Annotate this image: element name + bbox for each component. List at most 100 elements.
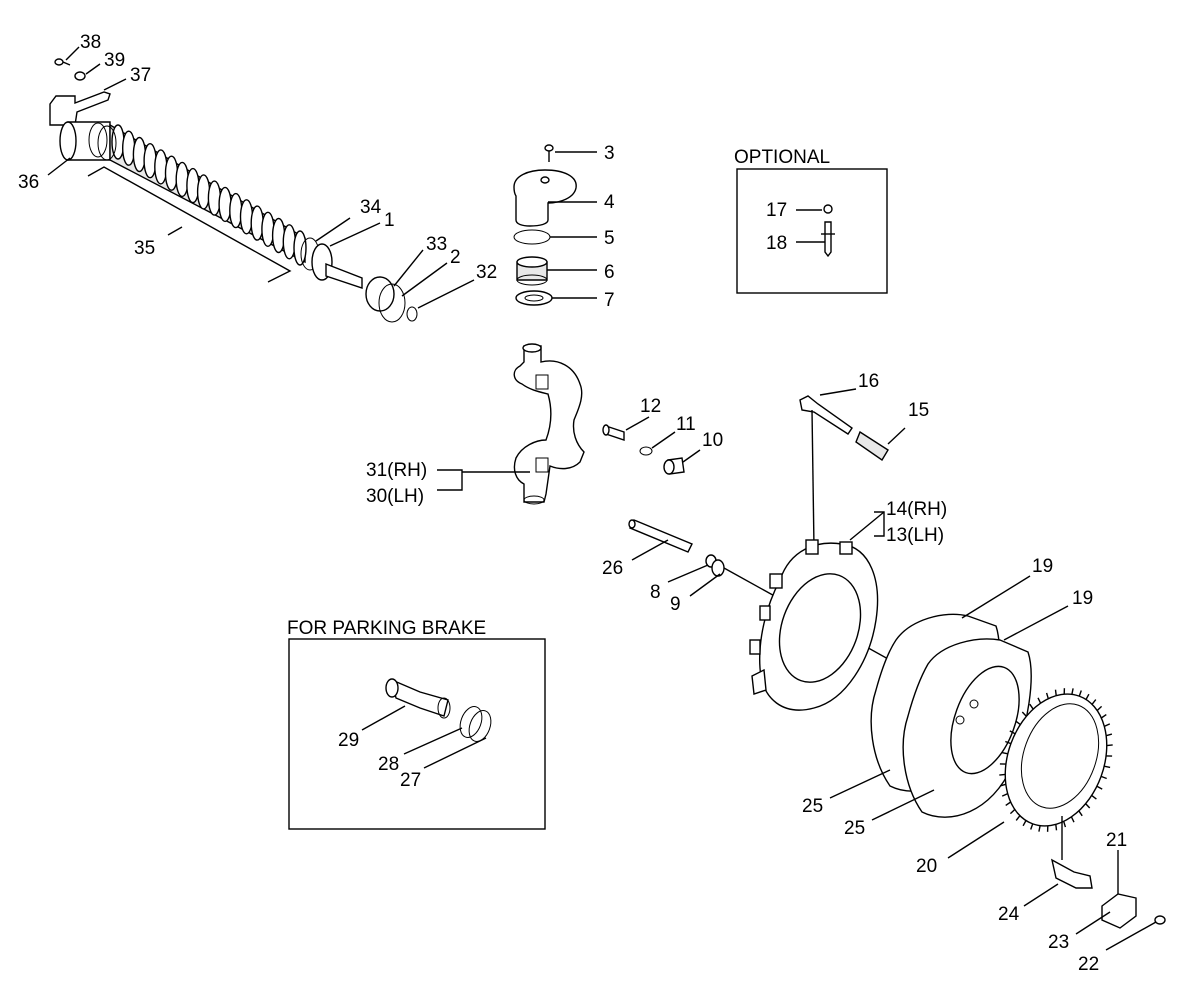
coil-stack [109,123,307,266]
callout-8: 8 [650,582,661,603]
callout-24: 24 [998,904,1020,925]
callout-38: 38 [80,32,101,53]
gear-tooth [1096,785,1103,790]
gear-tooth [1071,688,1074,695]
gear-tooth [1029,703,1034,710]
callout-17: 17 [766,200,787,221]
callout-16: 16 [858,371,879,392]
callout-labels: 38 39 37 36 35 34 1 33 2 32 3 4 5 6 7 17… [18,32,1127,975]
callout-23: 23 [1048,932,1069,953]
gear-tooth [1104,723,1111,728]
gear-tooth [1054,689,1057,696]
coil-ring [121,130,136,166]
callout-3: 3 [604,143,615,164]
callout-25-b: 25 [844,818,865,839]
callout-35: 35 [134,238,155,259]
coil-ring [239,199,254,235]
gear-tooth [1005,740,1012,745]
callout-5: 5 [604,228,615,249]
callout-1: 1 [384,210,395,231]
brake-discs [829,575,1069,821]
callout-37: 37 [130,65,151,86]
callout-20: 20 [916,856,937,877]
gear-tooth [1005,801,1012,806]
coil-ring [282,224,296,260]
callout-27: 27 [400,770,421,791]
gear-tooth [1106,733,1113,737]
gear-tooth [1009,730,1016,735]
pin-parts [602,416,701,475]
gear-tooth [1038,825,1041,832]
brake-housing [749,511,885,711]
gear-tooth [1001,792,1008,797]
coil-ring [143,142,157,179]
gear-tooth [1096,705,1103,712]
bolt-and-spring [799,388,906,549]
callout-32: 32 [476,262,497,283]
gear-tooth [1104,765,1111,769]
callout-36: 36 [18,172,39,193]
gear-tooth [1070,816,1075,823]
cover-stack [513,144,597,306]
gear-tooth [1022,820,1027,827]
gear-tooth [1091,794,1097,800]
gear-tooth [1100,714,1107,719]
callout-18: 18 [766,233,787,254]
coil-ring [175,161,189,198]
callout-9: 9 [670,594,681,615]
coil-ring [196,174,211,210]
coil-ring [271,217,286,254]
gear-tooth [1063,821,1067,828]
parking-brake-box-title: FOR PARKING BRAKE [287,618,486,639]
coil-ring [229,192,243,229]
callout-15: 15 [908,400,929,421]
brake-arm [437,343,585,505]
callout-29: 29 [338,730,359,751]
callout-10: 10 [702,430,723,451]
gear-tooth [1021,711,1027,717]
coil-ring [132,136,147,173]
coil-ring [207,180,222,216]
callout-21: 21 [1106,830,1127,851]
callout-7: 7 [604,290,615,311]
gear-tooth [1078,690,1082,697]
gear-tooth [1030,823,1034,830]
callout-12: 12 [640,396,661,417]
gear-tooth [1015,720,1021,726]
coil-ring [250,205,264,241]
gear-tooth [1037,697,1042,704]
gear-tooth [1106,744,1113,747]
callout-13-lh: 13(LH) [886,525,944,546]
callout-4: 4 [604,192,615,213]
callout-11: 11 [676,414,696,435]
gear-tooth [1091,699,1097,705]
sensor-parts [1023,816,1166,951]
gear-tooth [1001,751,1008,755]
parking-brake-box: FOR PARKING BRAKE [287,618,546,830]
gear-tooth [1015,815,1021,821]
gear-tooth [1078,810,1083,817]
gear-tooth [1045,692,1049,699]
gear-tooth [1085,693,1090,700]
gear-tooth [1055,824,1058,831]
gear-tooth [1009,808,1016,815]
spring-stack-assembly [47,46,475,323]
coil-ring [154,149,168,185]
gear-tooth [999,783,1006,787]
callout-30-lh: 30(LH) [366,486,424,507]
optional-box-title: OPTIONAL [734,147,830,168]
callout-6: 6 [604,262,615,283]
gear-tooth [1100,775,1107,780]
callout-19-b: 19 [1072,588,1093,609]
callout-19-a: 19 [1032,556,1053,577]
callout-22: 22 [1078,954,1099,975]
callout-33: 33 [426,234,447,255]
coil-ring [164,155,179,191]
coil-ring [261,211,275,248]
coil-ring [186,167,200,204]
callout-31-rh: 31(RH) [366,460,427,481]
gear-tooth [1085,803,1091,809]
callout-28: 28 [378,754,399,775]
callout-25-a: 25 [802,796,823,817]
